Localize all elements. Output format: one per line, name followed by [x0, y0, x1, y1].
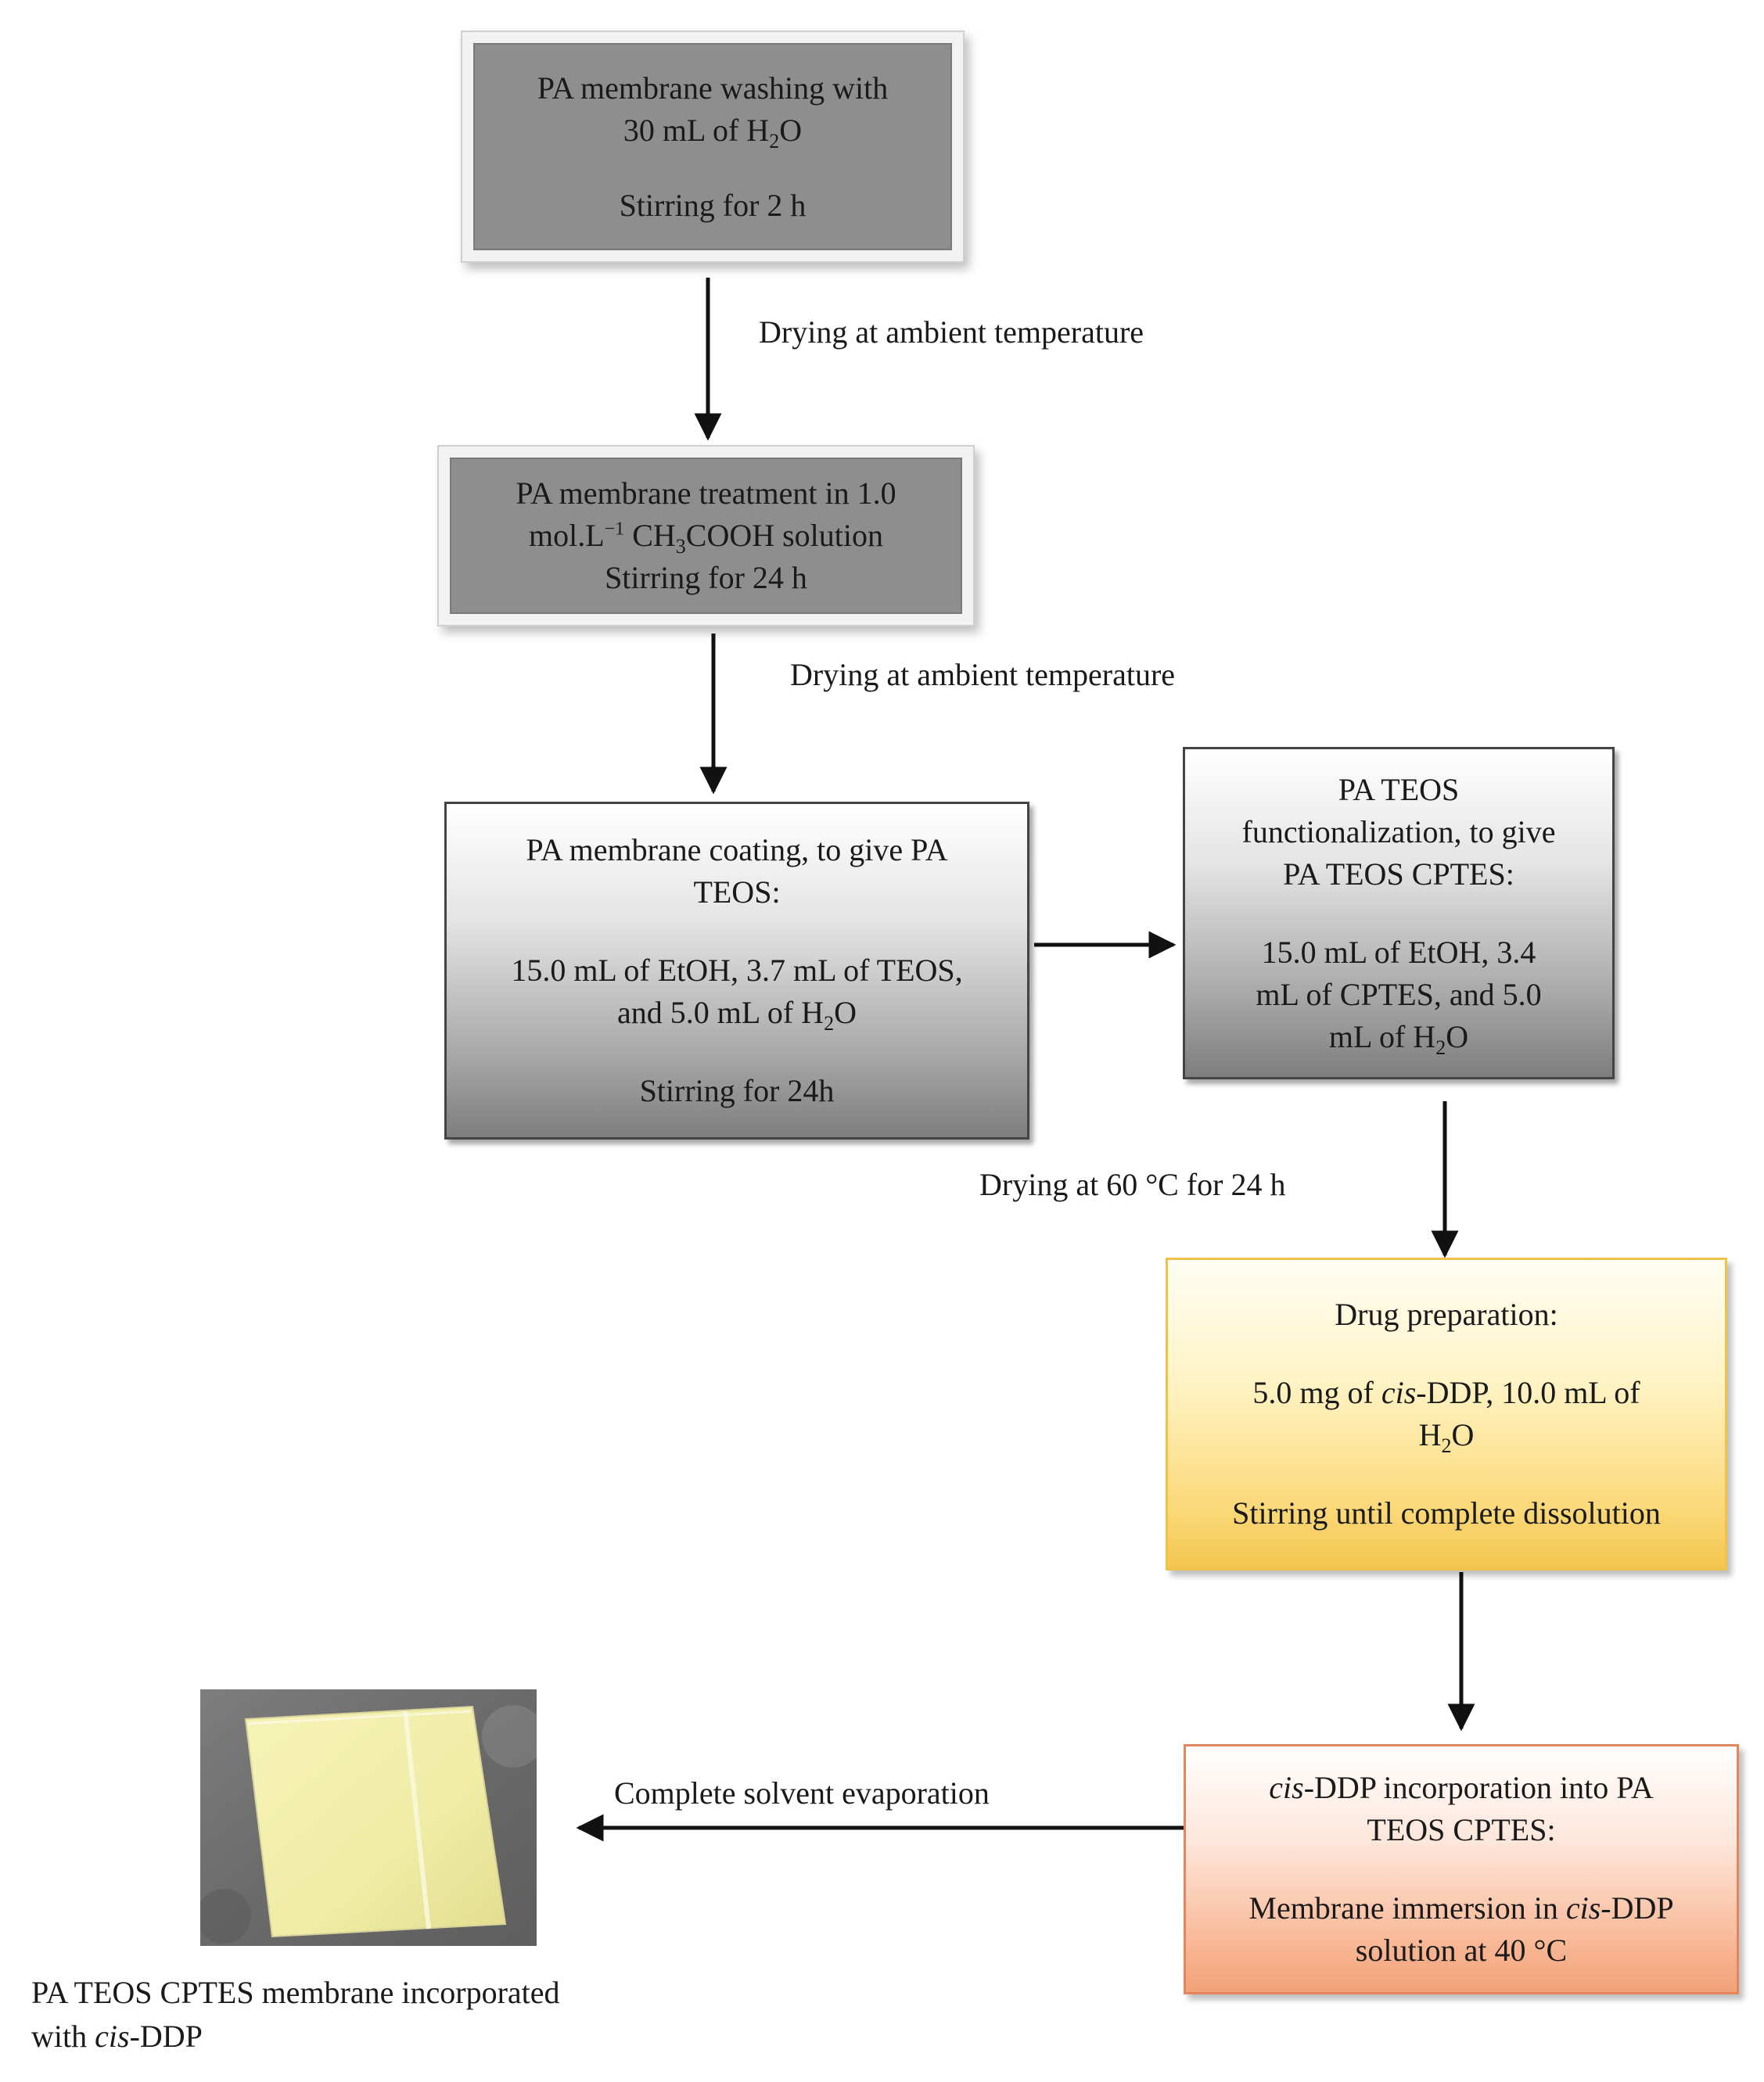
step-text-line: PA membrane washing with	[537, 70, 889, 106]
step-text-line: H2O	[1418, 1417, 1475, 1457]
result-caption-line: PA TEOS CPTES membrane incorporated	[31, 1975, 560, 2010]
step-text-line: Stirring for 24h	[639, 1073, 835, 1108]
membrane-photo	[200, 1689, 537, 1946]
step-text-line: solution at 40 °C	[1355, 1933, 1568, 1968]
step-text-line: 30 mL of H2O	[623, 112, 803, 153]
arrow-label-solvent-evaporation: Complete solvent evaporation	[614, 1775, 990, 1811]
step-text-line: TEOS CPTES:	[1367, 1812, 1556, 1847]
step-text-line: 15.0 mL of EtOH, 3.7 mL of TEOS,	[511, 953, 963, 988]
step-text-line: cis-DDP incorporation into PA	[1269, 1770, 1654, 1805]
step-drug-incorporation: cis-DDP incorporation into PA TEOS CPTES…	[1184, 1744, 1739, 1994]
step-membrane-coating: PA membrane coating, to give PA TEOS: 15…	[444, 802, 1029, 1140]
step-membrane-treatment: PA membrane treatment in 1.0 mol.L−1 CH3…	[450, 458, 962, 614]
step-text-line: 15.0 mL of EtOH, 3.4	[1261, 934, 1536, 970]
step-text-line: mol.L−1 CH3COOH solution	[528, 518, 884, 558]
arrow-label-drying-60c: Drying at 60 °C for 24 h	[979, 1167, 1286, 1202]
step-text-line: TEOS:	[693, 874, 781, 910]
result-caption: PA TEOS CPTES membrane incorporated with…	[31, 1971, 560, 2059]
step-text-line: Stirring for 24 h	[605, 560, 807, 595]
step-text-line: mL of H2O	[1328, 1018, 1469, 1059]
step-membrane-washing: PA membrane washing with 30 mL of H2O St…	[473, 43, 952, 250]
step-text-line: PA TEOS	[1338, 771, 1460, 807]
step-text-line: mL of CPTES, and 5.0	[1256, 976, 1542, 1012]
step-text-line: 5.0 mg of cis-DDP, 10.0 mL of	[1252, 1375, 1640, 1410]
step-teos-functionalization: PA TEOS functionalization, to give PA TE…	[1183, 747, 1615, 1079]
step-text-line: PA membrane coating, to give PA	[526, 832, 948, 867]
step-text-line: PA membrane treatment in 1.0	[516, 476, 896, 511]
arrow-label-drying-ambient-1: Drying at ambient temperature	[759, 314, 1144, 350]
arrow-label-drying-ambient-2: Drying at ambient temperature	[790, 657, 1176, 692]
step-text-line: functionalization, to give	[1241, 813, 1556, 849]
step-text-line: Stirring for 2 h	[619, 187, 807, 223]
step-drug-preparation: Drug preparation: 5.0 mg of cis-DDP, 10.…	[1166, 1258, 1727, 1570]
step-text-line: PA TEOS CPTES:	[1283, 856, 1514, 892]
step-text-line: Membrane immersion in cis-DDP	[1248, 1890, 1674, 1926]
step-text-line: Stirring until complete dissolution	[1232, 1495, 1661, 1531]
result-caption-line: with cis-DDP	[31, 2019, 203, 2054]
step-text-line: Drug preparation:	[1335, 1297, 1558, 1332]
step-text-line: and 5.0 mL of H2O	[617, 995, 857, 1035]
